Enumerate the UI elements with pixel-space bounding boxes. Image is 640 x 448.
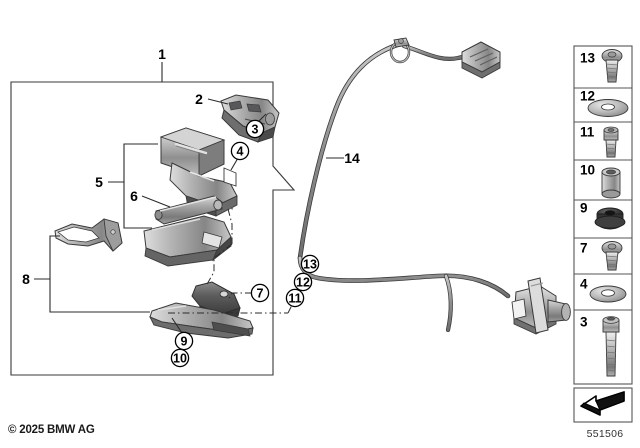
callout-7-label: 7 bbox=[257, 287, 264, 301]
legend-row-12: 12 bbox=[580, 89, 629, 117]
block-arrow-icon bbox=[580, 391, 625, 416]
callout-markers: 1 2 5 6 8 14 3 4 7 9 bbox=[22, 46, 360, 368]
callout-7: 7 bbox=[250, 283, 270, 303]
callout-1-label: 1 bbox=[158, 46, 166, 62]
legend-num-4: 4 bbox=[580, 277, 588, 292]
callout-6-label: 6 bbox=[130, 188, 138, 204]
callout-1: 1 bbox=[158, 46, 166, 62]
assembly-axis-lines bbox=[168, 208, 293, 314]
button-head-screw-icon bbox=[601, 49, 623, 83]
legend-num-9: 9 bbox=[580, 201, 588, 216]
callout-10-label: 10 bbox=[173, 352, 187, 366]
callout-11: 11 bbox=[285, 288, 305, 308]
legend-row-11: 11 bbox=[580, 125, 619, 158]
callout-8-label: 8 bbox=[22, 271, 30, 287]
callout-10: 10 bbox=[170, 348, 190, 368]
callout-14: 14 bbox=[344, 150, 360, 166]
callout-5-label: 5 bbox=[95, 174, 103, 190]
button-head-screw-icon-7 bbox=[601, 241, 623, 271]
legend-row-10: 10 bbox=[580, 163, 621, 199]
callout-4-label: 4 bbox=[237, 145, 244, 159]
legend-num-13: 13 bbox=[580, 51, 596, 66]
part-base-plate-lever bbox=[149, 281, 254, 339]
callout-12: 12 bbox=[293, 272, 313, 292]
part-connector-valve-body bbox=[511, 277, 571, 335]
part-lower-grip-bar bbox=[143, 215, 232, 267]
cable-plug-connector bbox=[461, 41, 501, 79]
legend-row-7: 7 bbox=[580, 241, 623, 271]
legend-num-3: 3 bbox=[580, 315, 588, 330]
legend-row-9: 9 bbox=[580, 201, 626, 230]
callout-2-label: 2 bbox=[195, 91, 203, 107]
legend-num-7: 7 bbox=[580, 241, 588, 256]
callout-8: 8 bbox=[22, 271, 30, 287]
callout-2: 2 bbox=[195, 91, 203, 107]
spacer-sleeve-icon bbox=[601, 167, 621, 199]
legend-row-4: 4 bbox=[580, 277, 627, 303]
legend-num-12: 12 bbox=[580, 89, 595, 104]
callout-12-label: 12 bbox=[296, 276, 310, 290]
flat-washer-icon bbox=[589, 285, 627, 303]
part-wiring-harness-cable bbox=[297, 37, 511, 333]
legend-row-13: 13 bbox=[580, 49, 623, 83]
legend-num-10: 10 bbox=[580, 163, 595, 178]
callout-14-label: 14 bbox=[344, 150, 360, 166]
callout-13-label: 13 bbox=[303, 258, 317, 272]
part-roller-pin bbox=[154, 195, 234, 225]
callout-13: 13 bbox=[300, 254, 320, 274]
main-group-outline bbox=[10, 81, 296, 376]
callout-3-label: 3 bbox=[252, 123, 259, 137]
rubber-grommet-icon bbox=[594, 207, 626, 230]
cable-eyelet-clip bbox=[389, 37, 411, 64]
leader-lines bbox=[34, 62, 344, 334]
callout-5: 5 bbox=[95, 174, 103, 190]
callout-11-label: 11 bbox=[288, 292, 301, 306]
legend-num-11: 11 bbox=[580, 125, 595, 140]
callout-3: 3 bbox=[245, 119, 265, 139]
flat-washer-large-icon bbox=[587, 99, 629, 117]
callout-6: 6 bbox=[130, 188, 138, 204]
callout-9: 9 bbox=[174, 331, 194, 351]
legend-row-3: 3 bbox=[580, 315, 620, 377]
socket-head-cap-screw-icon bbox=[602, 316, 620, 377]
diagram-id-label: 551506 bbox=[586, 428, 624, 440]
legend-column: 13 12 11 bbox=[573, 45, 633, 423]
shoulder-bolt-icon bbox=[603, 126, 619, 158]
copyright-notice: © 2025 BMW AG bbox=[8, 424, 95, 436]
callout-4: 4 bbox=[230, 141, 250, 161]
callout-9-label: 9 bbox=[181, 335, 188, 349]
part-mounting-bracket-hook bbox=[54, 218, 123, 252]
